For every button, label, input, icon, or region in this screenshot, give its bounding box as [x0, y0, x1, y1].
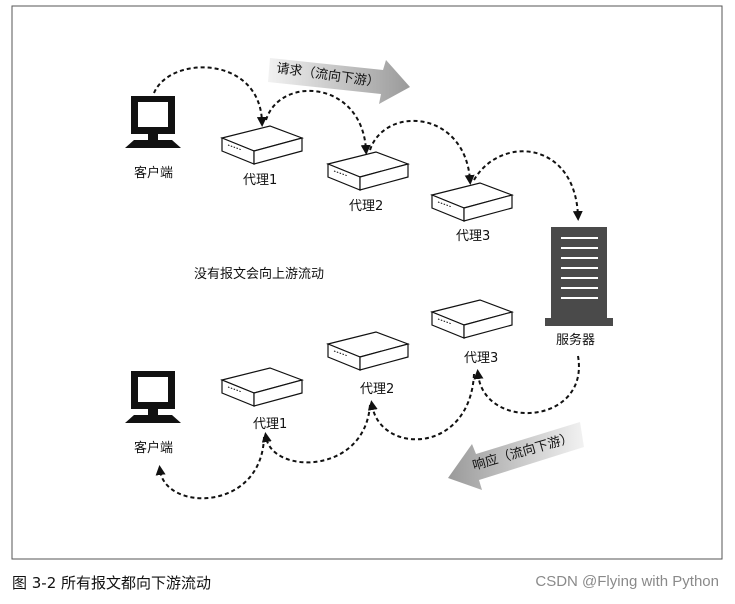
csdn-watermark: CSDN @Flying with Python [535, 573, 719, 590]
request-arc-3 [369, 119, 475, 185]
server-label: 服务器 [556, 332, 595, 348]
no-upstream-note: 没有报文会向上游流动 [194, 266, 324, 282]
response-arc-3 [261, 404, 371, 464]
proxy1-top-label: 代理1 [243, 173, 277, 188]
proxy3-top-icon [431, 182, 513, 222]
response-arc-4 [155, 436, 265, 500]
response-arc-1 [473, 355, 580, 415]
proxy3-top-label: 代理3 [456, 229, 490, 244]
request-arc-2 [265, 89, 371, 155]
request-arrow: 请求（流向下游） [268, 58, 410, 104]
request-arc-1 [153, 66, 267, 127]
client-bottom-icon [125, 371, 181, 423]
response-arc-2 [367, 373, 475, 441]
proxy2-top-icon [327, 151, 409, 191]
figure-caption: 图 3-2 所有报文都向下游流动 [12, 574, 212, 592]
proxy2-bottom-icon [327, 331, 409, 371]
client-top-icon [125, 96, 181, 148]
diagram-frame [11, 5, 723, 560]
proxy1-bottom-icon [221, 367, 303, 407]
proxy1-top-icon [221, 125, 303, 165]
proxy3-bottom-icon [431, 299, 513, 339]
proxy1-bottom-label: 代理1 [253, 417, 287, 432]
response-arrow: 响应（流向下游） [448, 422, 584, 490]
proxy2-top-label: 代理2 [349, 199, 383, 214]
server-icon [545, 227, 613, 326]
client-top-label: 客户端 [134, 165, 173, 181]
request-arc-4 [473, 150, 583, 221]
proxy3-bottom-label: 代理3 [464, 351, 498, 366]
proxy2-bottom-label: 代理2 [360, 382, 394, 397]
client-bottom-label: 客户端 [134, 440, 173, 456]
